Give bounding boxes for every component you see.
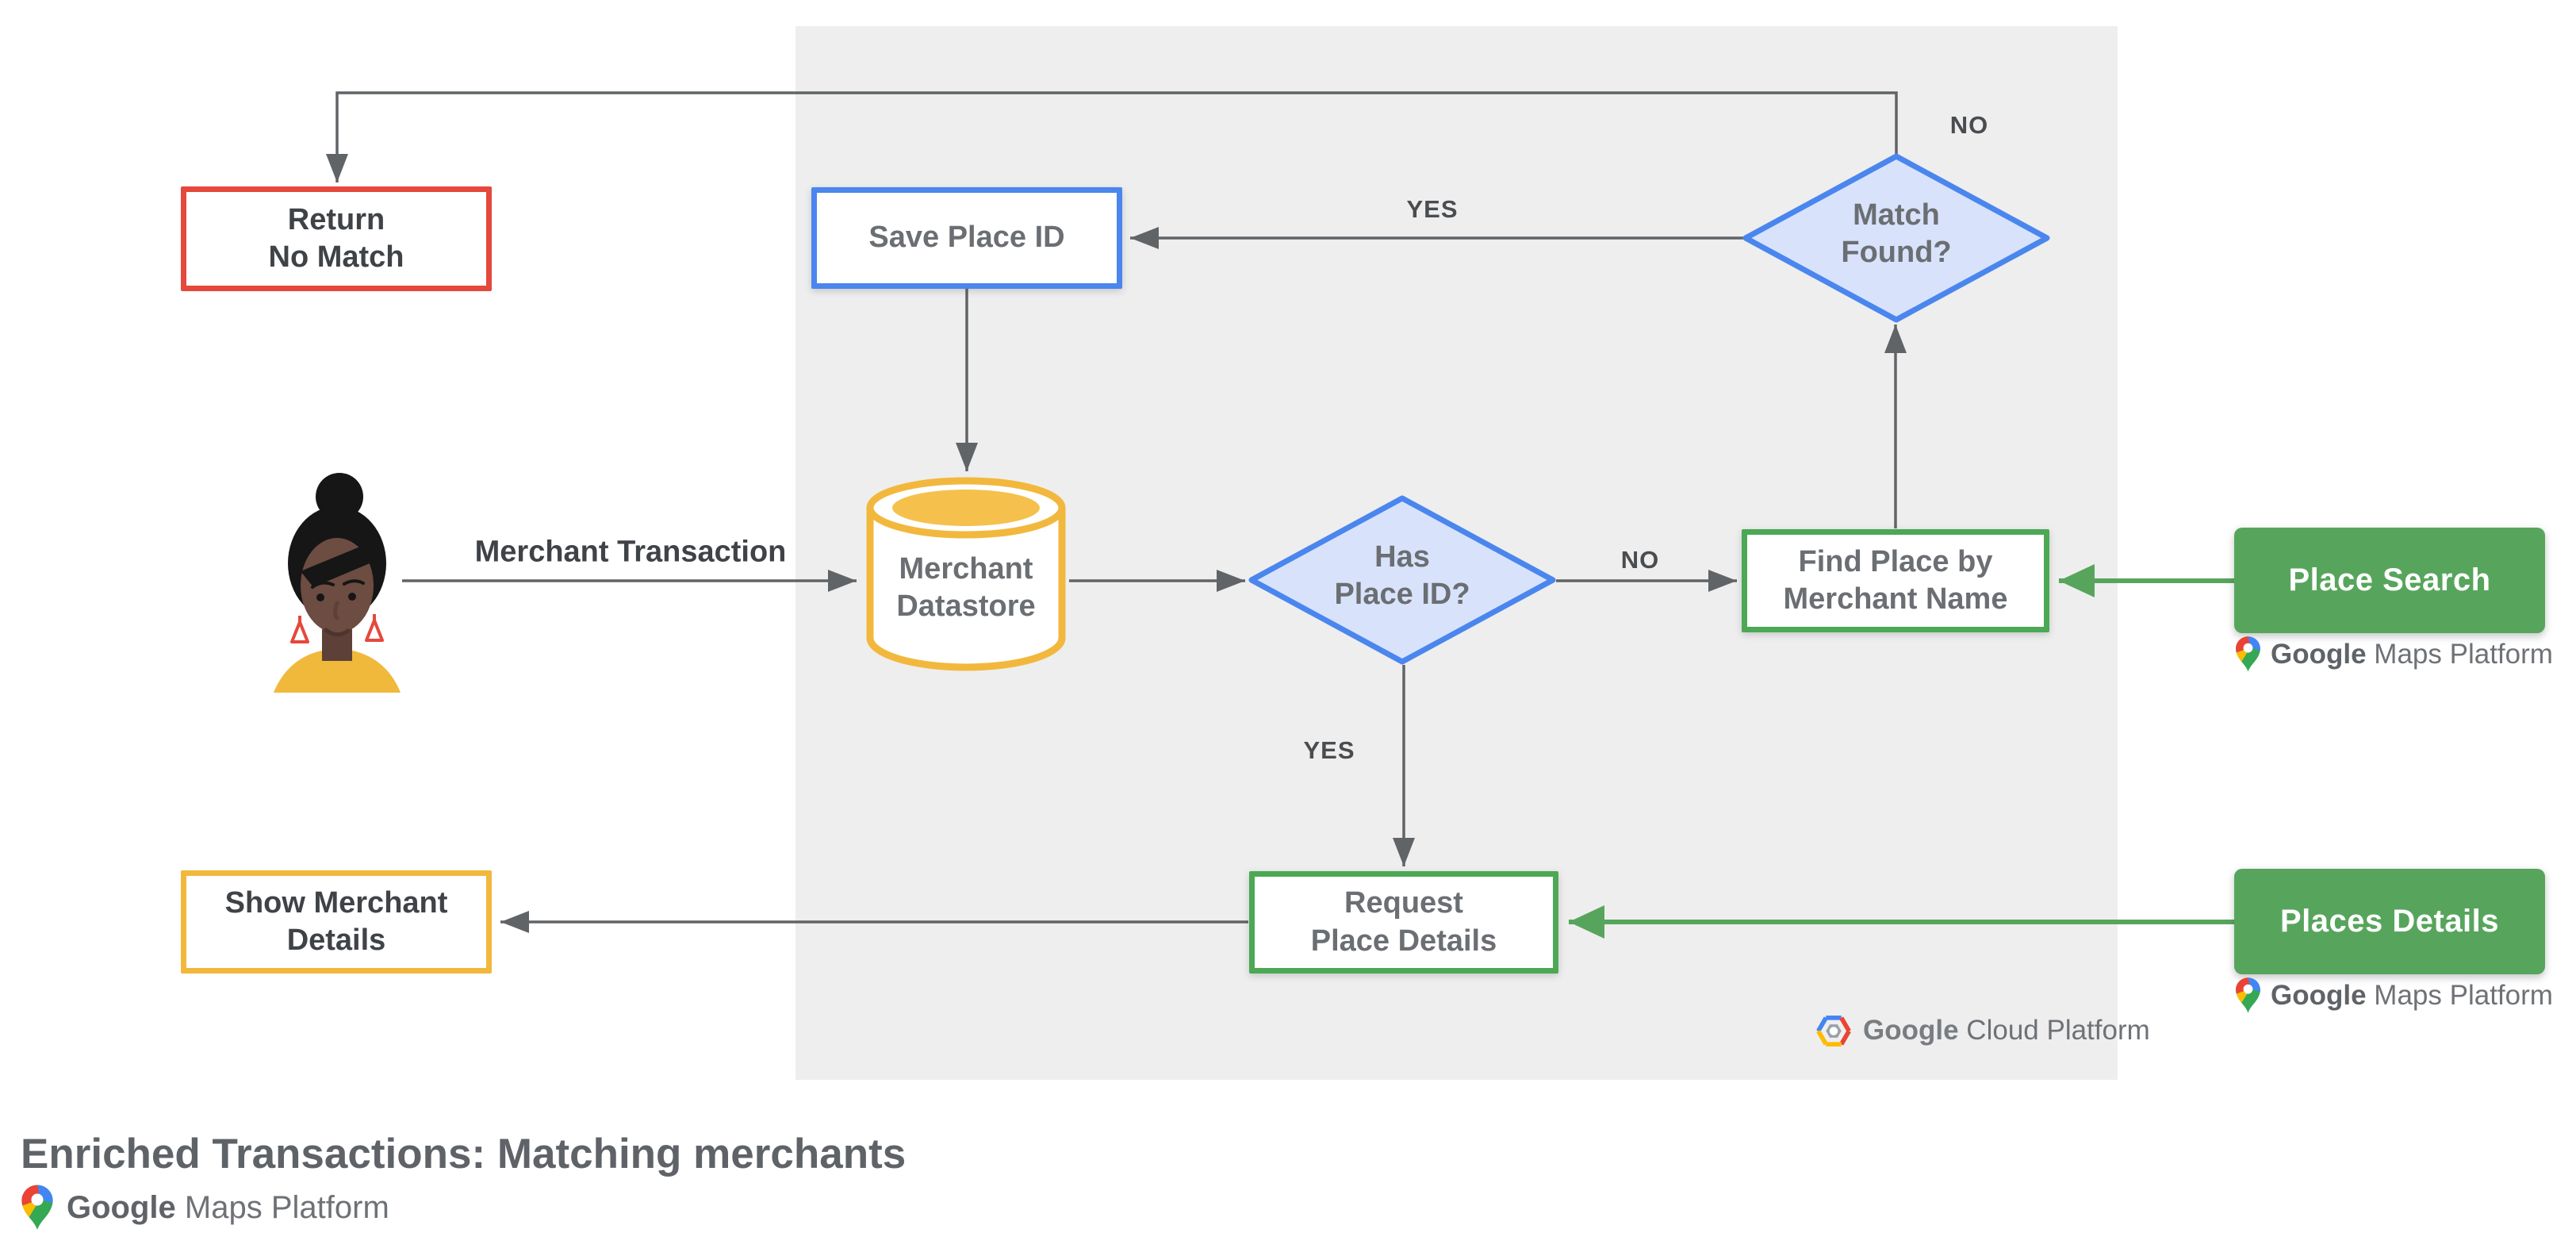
merchant-user-avatar — [270, 467, 404, 693]
node-find-place-by-merchant-name: Find Place by Merchant Name — [1742, 529, 2049, 632]
node-return-no-match: Return No Match — [181, 186, 492, 291]
gmp-logo-footer: Google Maps Platform — [21, 1184, 389, 1231]
label-merchant-transaction: Merchant Transaction — [474, 535, 787, 569]
maps-pin-icon — [2236, 977, 2260, 1013]
cloud-hexagon-icon — [1816, 1015, 1851, 1047]
decision-has-place-id: Has Place ID? — [1248, 494, 1557, 666]
node-return-no-match-label: Return No Match — [268, 202, 404, 274]
node-find-place-label: Find Place by Merchant Name — [1783, 544, 2008, 616]
diagram-title: Enriched Transactions: Matching merchant… — [21, 1131, 907, 1177]
gmp-logo-place-search: Google Maps Platform — [2235, 636, 2553, 673]
gmp-product-word: Maps Platform — [2374, 979, 2553, 1011]
node-merchant-datastore: Merchant Datastore — [863, 474, 1069, 674]
gmp-google-word: Google — [67, 1189, 176, 1225]
node-places-details-label: Places Details — [2279, 903, 2500, 939]
node-request-place-details-label: Request Place Details — [1310, 886, 1497, 958]
cylinder-shape — [866, 477, 1066, 671]
decision-match-found: Match Found? — [1742, 152, 2051, 324]
gcp-product-word: Cloud Platform — [1966, 1015, 2150, 1046]
diamond-shape — [1248, 495, 1556, 665]
node-request-place-details: Request Place Details — [1249, 871, 1558, 974]
label-match-found-no: NO — [1949, 111, 1989, 139]
gmp-logo-places-details: Google Maps Platform — [2235, 977, 2553, 1014]
gcp-logo: Google Cloud Platform — [1816, 1015, 2150, 1047]
maps-pin-icon — [2236, 636, 2260, 672]
node-save-place-id-label: Save Place ID — [868, 221, 1065, 255]
person-icon — [274, 473, 401, 693]
gmp-product-word: Maps Platform — [2374, 638, 2553, 670]
gmp-product-word: Maps Platform — [184, 1189, 389, 1225]
decision-match-found-label: Match Found? — [1841, 198, 1952, 270]
node-show-merchant-details-label: Show Merchant Details — [224, 885, 448, 957]
label-has-place-id-no: NO — [1620, 546, 1660, 574]
gmp-google-word: Google — [2271, 979, 2367, 1011]
edge-matchfound-no-to-return — [326, 91, 1898, 182]
gmp-logo-text: Google Maps Platform — [67, 1190, 389, 1226]
gcp-logo-text: Google Cloud Platform — [1863, 1015, 2150, 1047]
node-show-merchant-details: Show Merchant Details — [181, 870, 492, 974]
gmp-logo-text: Google Maps Platform — [2271, 980, 2553, 1012]
node-place-search-api: Place Search — [2234, 528, 2545, 633]
node-merchant-datastore-label: Merchant Datastore — [896, 552, 1036, 624]
node-place-search-label: Place Search — [2288, 562, 2491, 597]
maps-pin-icon — [21, 1185, 53, 1231]
label-has-place-id-yes: YES — [1303, 736, 1355, 764]
gmp-google-word: Google — [2271, 638, 2367, 670]
node-places-details-api: Places Details — [2234, 869, 2545, 974]
label-match-found-yes: YES — [1406, 195, 1459, 223]
node-save-place-id: Save Place ID — [811, 187, 1122, 289]
diamond-shape — [1742, 153, 2050, 323]
gcp-google-word: Google — [1863, 1015, 1959, 1046]
decision-has-place-id-label: Has Place ID? — [1334, 540, 1470, 612]
gmp-logo-text: Google Maps Platform — [2271, 639, 2553, 670]
